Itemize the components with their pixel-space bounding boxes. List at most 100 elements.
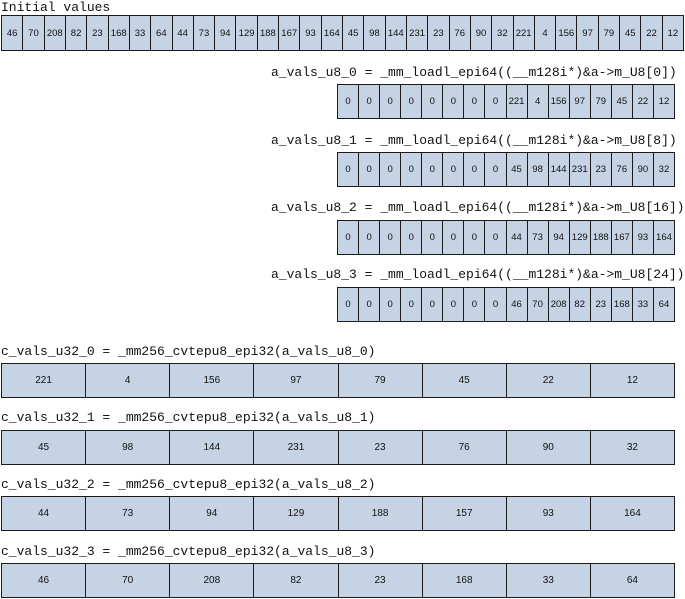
convert-value-cell: 164 (590, 497, 674, 530)
load-value-cell: 0 (464, 153, 486, 186)
convert-value-cell: 168 (422, 564, 507, 597)
load-value-cell: 0 (443, 153, 465, 186)
initial-value-cell: 168 (108, 16, 130, 50)
load-value-cell: 0 (443, 288, 465, 321)
load-value-cell: 164 (653, 221, 674, 254)
initial-value-cell: 129 (236, 16, 258, 50)
convert-value-cell: 22 (506, 364, 591, 397)
load-label-3: a_vals_u8_3 = _mm_loadl_epi64((__m128i*)… (271, 267, 685, 282)
load-value-cell: 79 (590, 85, 612, 118)
load-value-cell: 144 (548, 153, 570, 186)
load-value-cell: 64 (653, 288, 674, 321)
load-value-cell: 156 (548, 85, 570, 118)
load-value-cell: 129 (569, 221, 591, 254)
load-value-cell: 23 (590, 153, 612, 186)
initial-value-cell: 45 (620, 16, 642, 50)
convert-label-1: c_vals_u32_1 = _mm256_cvtepu8_epi32(a_va… (1, 410, 376, 425)
initial-value-cell: 12 (662, 16, 683, 50)
load-value-cell: 44 (506, 221, 528, 254)
initial-value-cell: 97 (577, 16, 599, 50)
convert-value-cell: 23 (338, 564, 423, 597)
load-value-cell: 0 (401, 153, 423, 186)
convert-label-3: c_vals_u32_3 = _mm256_cvtepu8_epi32(a_va… (1, 544, 376, 559)
convert-value-cell: 93 (506, 497, 591, 530)
initial-values-label: Initial values (1, 0, 111, 15)
initial-value-cell: 76 (449, 16, 471, 50)
load-value-cell: 0 (443, 85, 465, 118)
initial-value-cell: 33 (129, 16, 152, 50)
initial-value-cell: 208 (44, 16, 66, 50)
initial-value-cell: 73 (193, 16, 216, 50)
initial-value-cell: 23 (428, 16, 450, 50)
load-value-cell: 22 (632, 85, 654, 118)
initial-value-cell: 44 (172, 16, 194, 50)
initial-value-cell: 70 (23, 16, 45, 50)
load-value-cell: 0 (359, 153, 381, 186)
load-value-cell: 0 (422, 221, 444, 254)
convert-label-0: c_vals_u32_0 = _mm256_cvtepu8_epi32(a_va… (1, 344, 376, 359)
convert-value-cell: 157 (422, 497, 507, 530)
load-value-cell: 0 (338, 288, 360, 321)
convert-value-cell: 73 (86, 497, 171, 530)
load-value-cell: 0 (338, 153, 360, 186)
load-value-cell: 0 (380, 153, 402, 186)
convert-value-cell: 156 (170, 364, 255, 397)
convert-value-cell: 144 (170, 431, 255, 464)
load-value-cell: 0 (401, 85, 423, 118)
initial-value-cell: 23 (87, 16, 109, 50)
load-value-cell: 0 (422, 288, 444, 321)
load-value-cell: 0 (464, 221, 486, 254)
convert-value-cell: 97 (254, 364, 339, 397)
load-value-cell: 97 (569, 85, 591, 118)
load-value-cell: 0 (485, 153, 507, 186)
load-value-cell: 4 (527, 85, 549, 118)
load-value-cell: 0 (380, 221, 402, 254)
load-value-cell: 0 (485, 288, 507, 321)
load-value-cell: 70 (527, 288, 549, 321)
load-value-cell: 33 (632, 288, 654, 321)
load-value-cell: 168 (611, 288, 633, 321)
load-value-cell: 0 (422, 85, 444, 118)
convert-value-cell: 46 (2, 564, 87, 597)
load-value-cell: 0 (338, 221, 360, 254)
initial-value-cell: 144 (385, 16, 407, 50)
convert-value-cell: 221 (2, 364, 87, 397)
convert-value-cell: 188 (338, 497, 423, 530)
convert-value-cell: 45 (422, 364, 507, 397)
convert-value-cell: 4 (86, 364, 171, 397)
load-value-cell: 98 (527, 153, 549, 186)
initial-value-cell: 22 (641, 16, 663, 50)
load-value-cell: 208 (548, 288, 570, 321)
convert-value-cell: 70 (86, 564, 171, 597)
load-value-cell: 94 (548, 221, 570, 254)
convert-value-cell: 76 (422, 431, 507, 464)
load-value-cell: 0 (401, 288, 423, 321)
load-label-0: a_vals_u8_0 = _mm_loadl_epi64((__m128i*)… (271, 65, 677, 80)
convert-value-cell: 45 (2, 431, 87, 464)
load-value-cell: 231 (569, 153, 591, 186)
load-value-cell: 0 (359, 221, 381, 254)
load-value-cell: 23 (590, 288, 612, 321)
convert-value-cell: 23 (338, 431, 423, 464)
initial-value-cell: 221 (513, 16, 535, 50)
initial-value-cell: 32 (492, 16, 514, 50)
initial-value-cell: 45 (343, 16, 365, 50)
load-value-cell: 93 (632, 221, 654, 254)
load-value-cell: 0 (380, 288, 402, 321)
load-value-cell: 0 (485, 221, 507, 254)
initial-value-cell: 79 (598, 16, 621, 50)
load-value-cell: 167 (611, 221, 633, 254)
load-label-2: a_vals_u8_2 = _mm_loadl_epi64((__m128i*)… (271, 200, 685, 215)
initial-value-cell: 156 (556, 16, 578, 50)
convert-value-cell: 79 (338, 364, 423, 397)
load-value-cell: 221 (506, 85, 528, 118)
initial-value-cell: 98 (364, 16, 386, 50)
initial-value-cell: 93 (300, 16, 322, 50)
initial-value-cell: 188 (257, 16, 280, 50)
